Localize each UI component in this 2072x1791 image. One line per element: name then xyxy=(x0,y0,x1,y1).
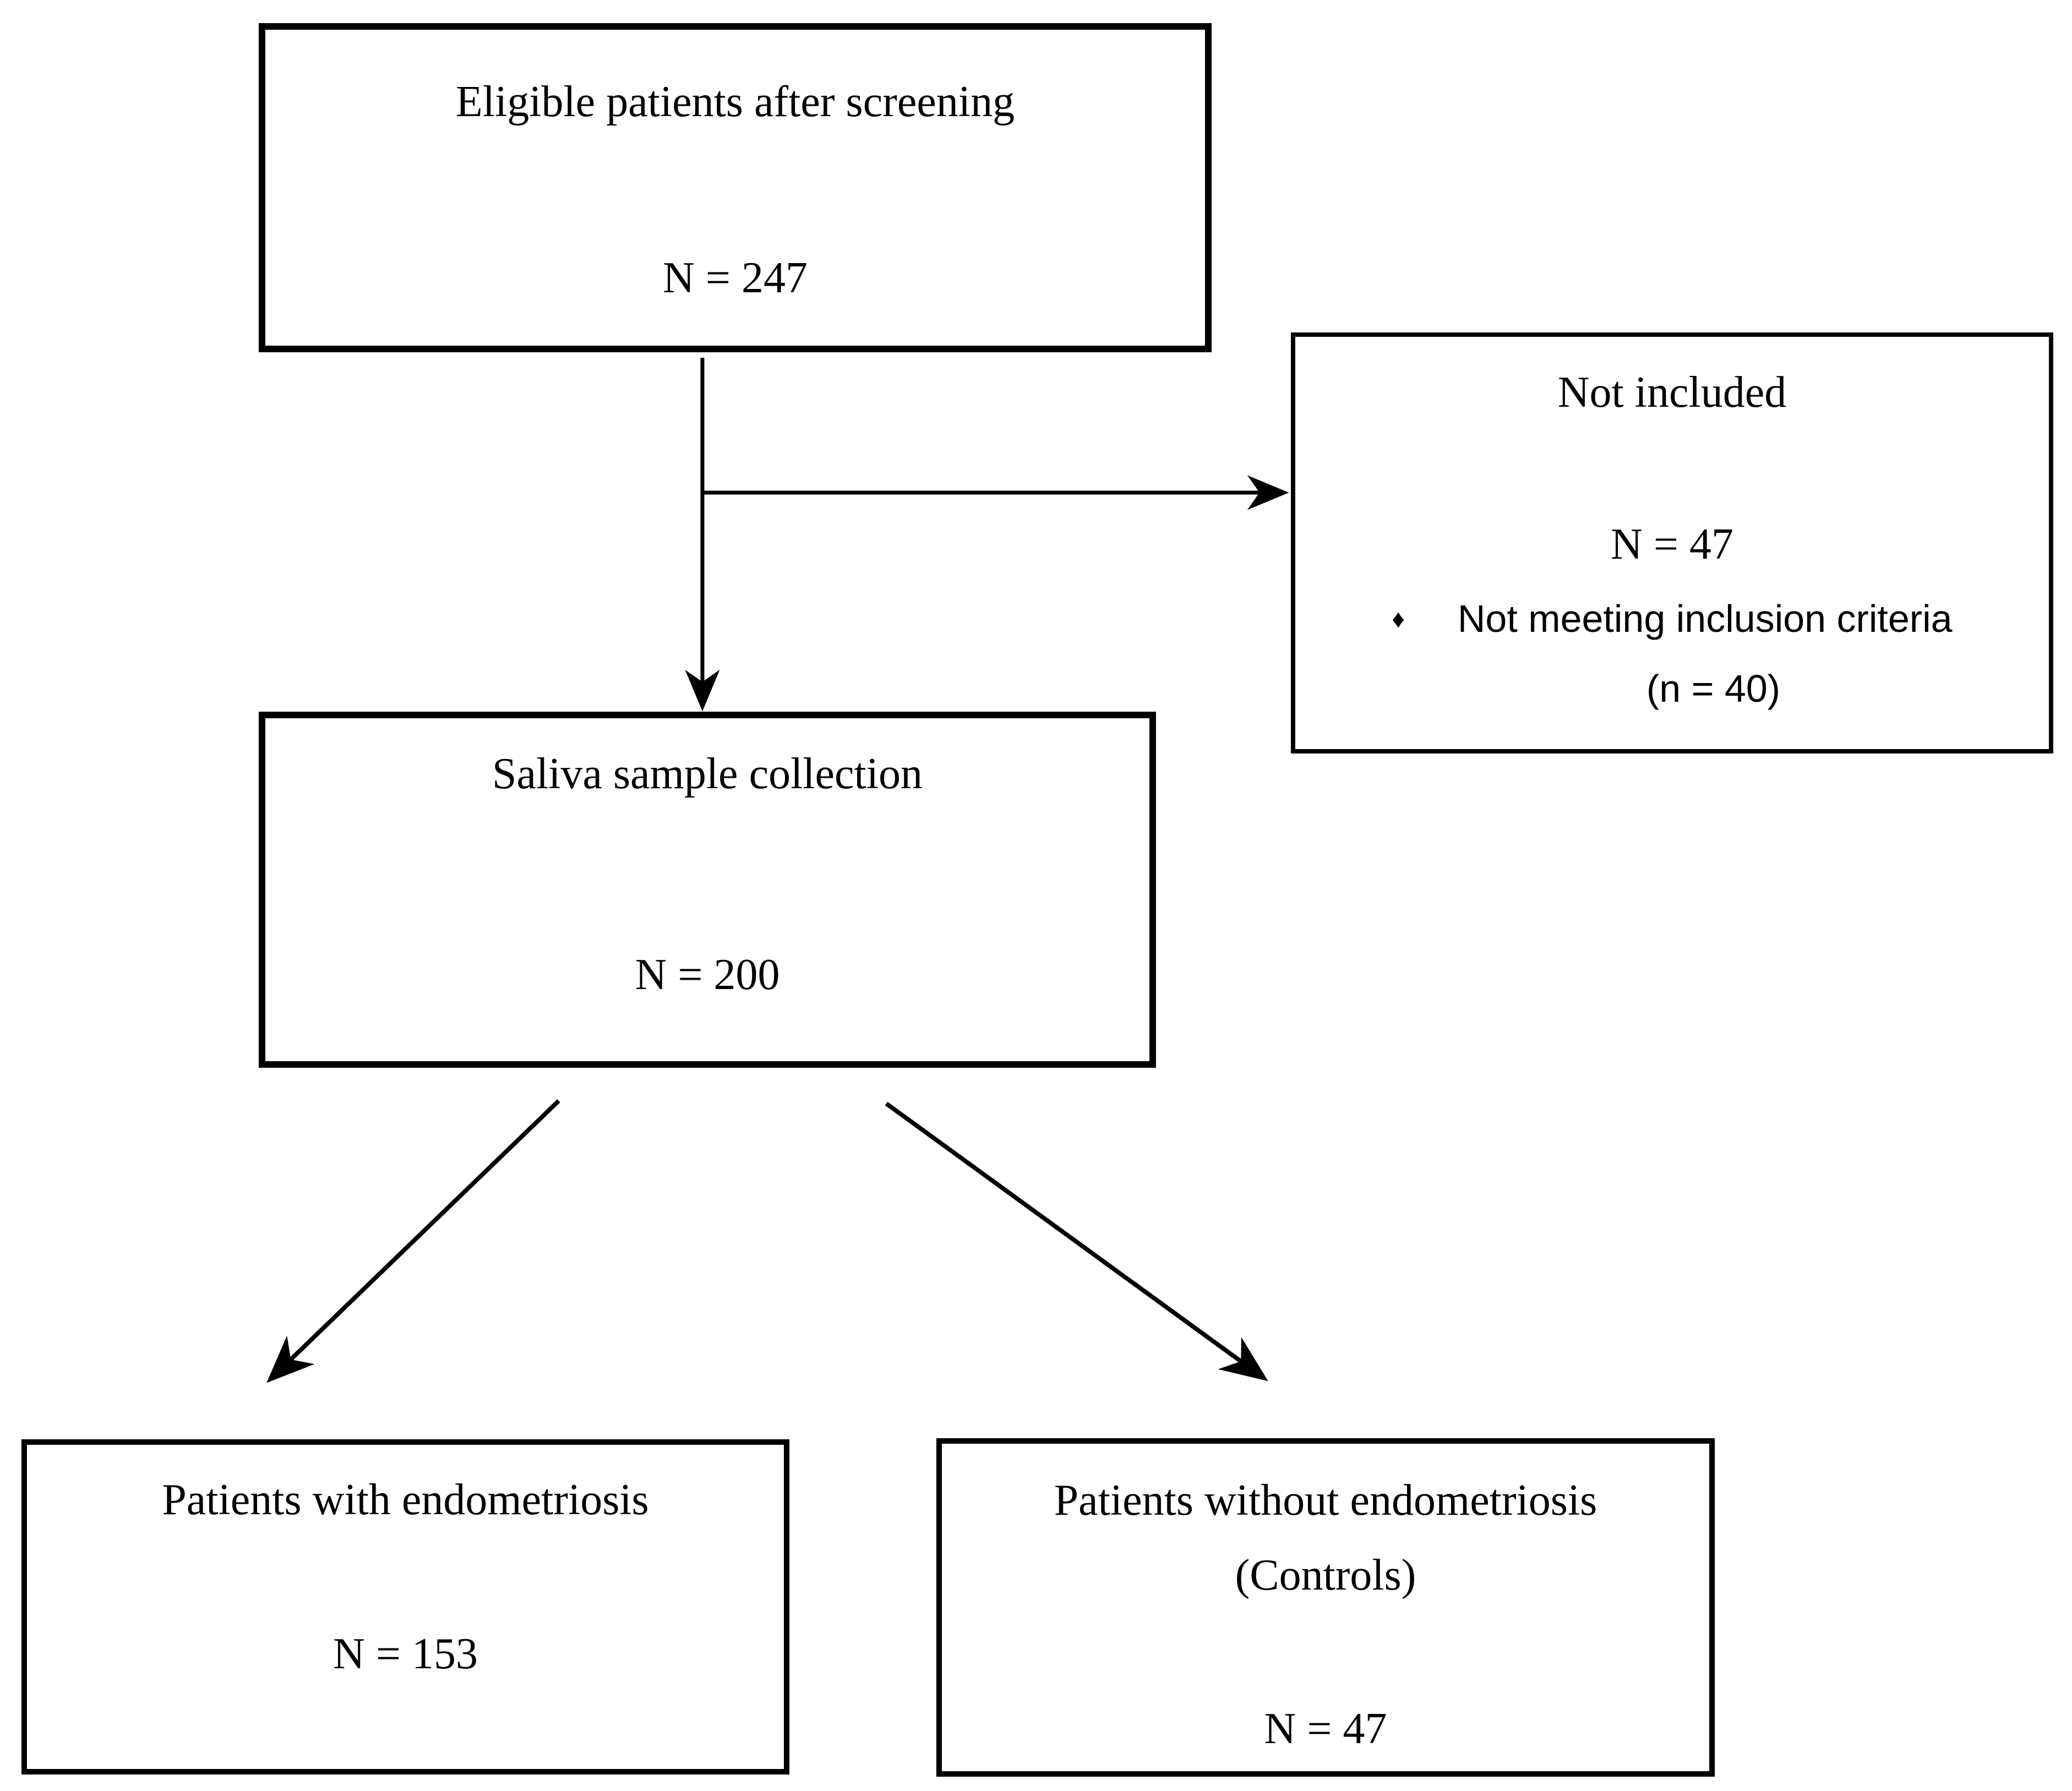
arrow-saliva-to-endometriosis xyxy=(266,1099,560,1383)
box-title: Not included xyxy=(1557,368,1787,417)
exclusion-bullet-item: ♦ Not meeting inclusion criteria xyxy=(1295,596,2049,642)
box-title: Patients with endometriosis xyxy=(162,1476,649,1524)
box-count: N = 153 xyxy=(333,1630,478,1678)
box-count: N = 247 xyxy=(663,254,808,302)
box-title: Saliva sample collection xyxy=(492,750,923,798)
box-eligible-patients: Eligible patients after screening N = 24… xyxy=(259,23,1212,352)
box-not-included: Not included N = 47 ♦ Not meeting inclus… xyxy=(1291,332,2053,753)
box-saliva-sample-collection: Saliva sample collection N = 200 xyxy=(259,712,1156,1068)
box-title: Eligible patients after screening xyxy=(455,78,1015,126)
box-subtitle: (Controls) xyxy=(1235,1551,1416,1599)
exclusion-reason: Not meeting inclusion criteria xyxy=(1457,597,1953,640)
exclusion-count: (n = 40) xyxy=(1646,667,1781,710)
diamond-bullet-icon: ♦ xyxy=(1392,604,1405,633)
box-title: Patients without endometriosis xyxy=(1054,1476,1597,1525)
box-count: N = 47 xyxy=(1264,1705,1387,1753)
box-count: N = 200 xyxy=(635,951,780,999)
box-count: N = 47 xyxy=(1611,520,1733,569)
box-patients-with-endometriosis: Patients with endometriosis N = 153 xyxy=(21,1439,789,1774)
arrow-saliva-to-controls xyxy=(885,1101,1268,1382)
box-patients-without-endometriosis: Patients without endometriosis (Controls… xyxy=(936,1438,1715,1777)
